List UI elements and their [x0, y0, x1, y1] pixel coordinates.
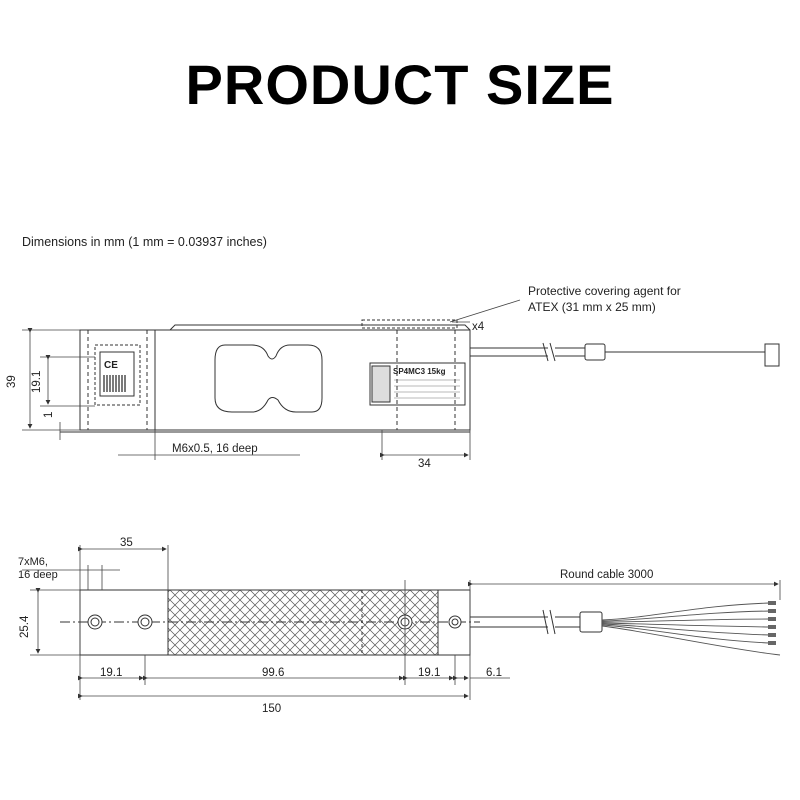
dim-inner-19-1: 19.1: [31, 371, 43, 393]
dim-base-1: 1: [43, 412, 55, 418]
model-label-text: SP4MC3 15kg: [393, 367, 446, 376]
dim-19-1-left: 19.1: [100, 667, 122, 679]
binocular-cutout: [214, 344, 323, 413]
mount-block: [94, 344, 141, 406]
dim-34: 34: [418, 458, 431, 470]
atex-cover: [361, 319, 458, 329]
atex-note-line2: ATEX (31 mm x 25 mm): [528, 300, 656, 314]
qty-x4: x4: [472, 321, 485, 333]
dim-total-150: 150: [262, 703, 281, 715]
side-view: CE SP4MC3 15kg: [60, 319, 780, 433]
dim-width-25-4: 25.4: [19, 615, 31, 638]
mount-hole-1: [87, 614, 103, 630]
svg-text:CE: CE: [104, 360, 118, 371]
loadcell-body-side: [79, 329, 471, 431]
cable-gland-top: [579, 611, 603, 633]
cable-length-label: Round cable 3000: [560, 569, 653, 581]
mount-hole-4: [448, 615, 462, 629]
page-title: PRODUCT SIZE: [185, 53, 615, 116]
holes-callout-line2: 16 deep: [18, 569, 58, 581]
ce-label: [99, 351, 135, 397]
dim-19-1-right: 19.1: [418, 667, 440, 679]
mount-hole-2: [137, 614, 153, 630]
model-label: [369, 362, 466, 406]
top-view: [60, 589, 603, 656]
top-view-dimensions: [22, 545, 781, 700]
thread-callout: M6x0.5, 16 deep: [172, 443, 258, 455]
dim-99-6: 99.6: [262, 667, 284, 679]
atex-note-line1: Protective covering agent for: [528, 284, 681, 298]
side-view-dimensions: [22, 299, 521, 460]
connector-side: [764, 343, 780, 367]
units-caption: Dimensions in mm (1 mm = 0.03937 inches): [22, 235, 267, 249]
holes-callout-line1: 7xM6,: [18, 556, 48, 568]
dim-6-1: 6.1: [486, 667, 502, 679]
cable-gland-side: [584, 343, 606, 361]
dim-35: 35: [120, 537, 133, 549]
wire-ends: [768, 601, 776, 645]
dim-height-39: 39: [6, 375, 18, 388]
cable-wires: [601, 602, 781, 656]
